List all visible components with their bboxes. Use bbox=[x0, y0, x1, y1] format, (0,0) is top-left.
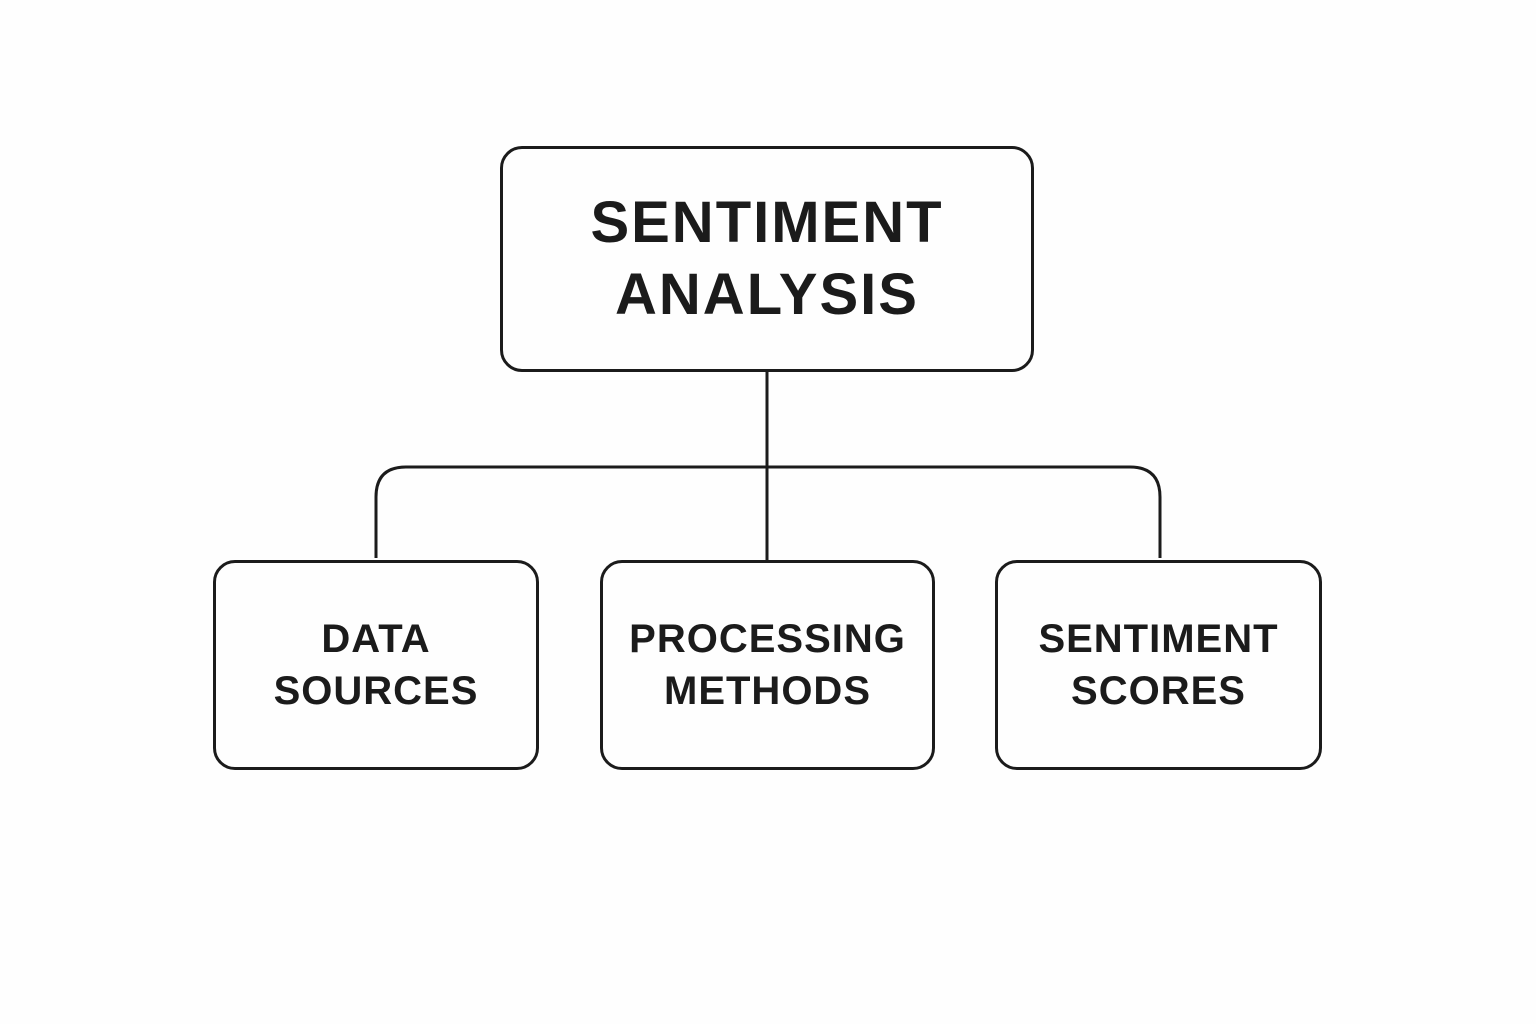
child-node-label-line-1: PROCESSING bbox=[629, 617, 906, 661]
child-node-label-line-1: DATA bbox=[321, 617, 431, 661]
root-node-label-line-1: SENTIMENT bbox=[590, 190, 944, 255]
child-node-label-line-2: METHODS bbox=[664, 669, 871, 713]
child-node-label-line-2: SOURCES bbox=[273, 669, 479, 713]
branch-connector bbox=[374, 465, 1162, 558]
child-node-processing-methods: PROCESSING METHODS bbox=[600, 560, 935, 770]
child-node-sentiment-scores: SENTIMENT SCORES bbox=[995, 560, 1322, 770]
child-node-label-line-1: SENTIMENT bbox=[1038, 617, 1279, 661]
root-node-label-line-2: ANALYSIS bbox=[615, 262, 919, 327]
root-node-sentiment-analysis: SENTIMENT ANALYSIS bbox=[500, 146, 1034, 372]
child-node-data-sources: DATA SOURCES bbox=[213, 560, 539, 770]
child-node-label-line-2: SCORES bbox=[1071, 669, 1246, 713]
